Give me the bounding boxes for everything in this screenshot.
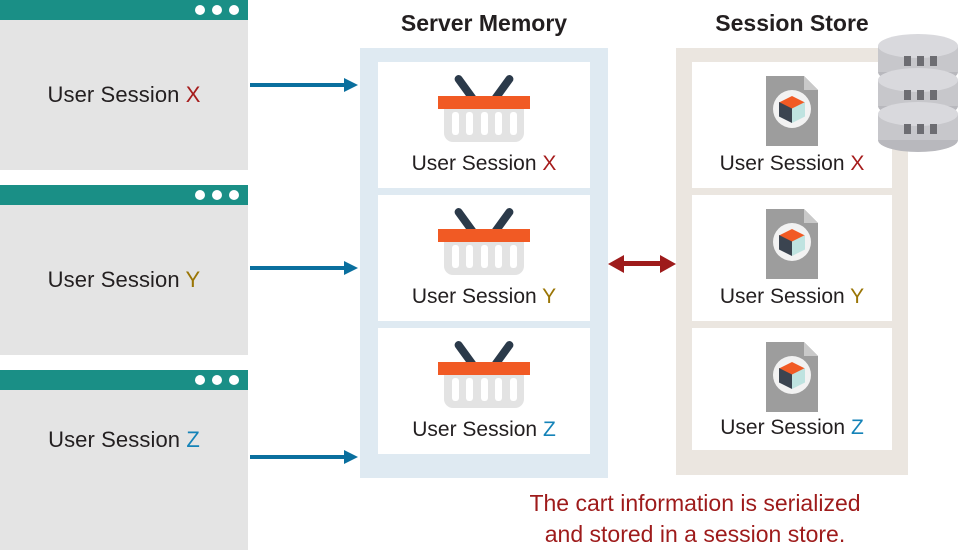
session-store-title: Session Store bbox=[715, 10, 869, 36]
store-card-label: User Session X bbox=[719, 152, 865, 175]
browser-titlebar bbox=[0, 0, 248, 20]
disk-indicator-lights bbox=[904, 90, 937, 100]
browser-window-session-x: User Session X bbox=[0, 0, 248, 170]
browser-content: User Session Y bbox=[0, 205, 248, 355]
cube-icon bbox=[779, 229, 805, 256]
cube-face-right bbox=[792, 368, 805, 389]
shopping-basket-icon bbox=[436, 73, 532, 146]
database-stack-icon bbox=[878, 34, 958, 154]
browser-session-label: User Session X bbox=[47, 82, 201, 107]
cube-face-left bbox=[779, 368, 792, 389]
arrow-shaft bbox=[250, 266, 346, 270]
browser-session-label: User Session Y bbox=[47, 267, 201, 292]
serialized-document-icon bbox=[766, 76, 818, 146]
window-dot bbox=[229, 375, 239, 385]
arrow-right-icon-session-x bbox=[250, 78, 358, 92]
session-letter: Y bbox=[850, 285, 865, 308]
memory-card-label: User Session X bbox=[411, 152, 557, 175]
window-dot bbox=[212, 190, 222, 200]
memory-card-session-x[interactable]: User Session X bbox=[378, 62, 590, 188]
session-letter: Y bbox=[542, 285, 557, 308]
cube-icon bbox=[779, 96, 805, 123]
memory-card-session-y[interactable]: User Session Y bbox=[378, 195, 590, 321]
disk-top bbox=[878, 68, 958, 92]
document-fold-corner bbox=[804, 342, 818, 356]
document-fold-corner bbox=[804, 209, 818, 223]
arrow-shaft bbox=[250, 455, 346, 459]
browser-window-session-y: User Session Y bbox=[0, 185, 248, 355]
basket-rim bbox=[438, 229, 530, 242]
window-dot bbox=[195, 190, 205, 200]
memory-card-label: User Session Y bbox=[411, 285, 557, 308]
session-letter: Z bbox=[186, 427, 200, 452]
window-dot bbox=[229, 5, 239, 15]
database-disk bbox=[878, 102, 958, 152]
store-card-session-x[interactable]: User Session X bbox=[692, 62, 892, 188]
browser-window-session-z: User Session Z bbox=[0, 370, 248, 550]
browser-titlebar bbox=[0, 370, 248, 390]
serialized-document-icon bbox=[766, 209, 818, 279]
basket-body bbox=[444, 375, 524, 408]
browser-session-label: User Session Z bbox=[48, 427, 200, 452]
basket-rim bbox=[438, 96, 530, 109]
memory-card-label: User Session Z bbox=[412, 418, 556, 441]
shopping-basket-icon bbox=[436, 206, 532, 279]
window-dot bbox=[212, 375, 222, 385]
window-dot bbox=[229, 190, 239, 200]
cube-icon bbox=[779, 362, 805, 389]
server-memory-panel: User Session X User Session Y bbox=[360, 48, 608, 478]
window-controls-dots-icon[interactable] bbox=[195, 5, 239, 15]
caption-line-1: The cart information is serialized bbox=[529, 490, 861, 516]
browser-content: User Session Z bbox=[0, 390, 248, 550]
arrow-head-left bbox=[608, 255, 624, 273]
store-card-session-y[interactable]: User Session Y bbox=[692, 195, 892, 321]
disk-top bbox=[878, 34, 958, 58]
arrow-right-icon-session-z bbox=[250, 450, 358, 464]
window-dot bbox=[195, 375, 205, 385]
session-letter: X bbox=[542, 152, 557, 175]
session-letter: Z bbox=[542, 418, 556, 441]
window-controls-dots-icon[interactable] bbox=[195, 190, 239, 200]
window-controls-dots-icon[interactable] bbox=[195, 375, 239, 385]
disk-indicator-lights bbox=[904, 56, 937, 66]
session-letter: X bbox=[850, 152, 865, 175]
arrow-shaft bbox=[250, 83, 346, 87]
basket-rim bbox=[438, 362, 530, 375]
diagram-caption: The cart information is serialized and s… bbox=[430, 488, 960, 550]
arrow-head bbox=[344, 261, 358, 275]
store-card-label: User Session Y bbox=[719, 285, 865, 308]
cube-face-left bbox=[779, 102, 792, 123]
session-letter: X bbox=[185, 82, 201, 107]
serialized-document-icon bbox=[766, 342, 818, 412]
window-dot bbox=[195, 5, 205, 15]
double-headed-arrow-icon bbox=[608, 255, 676, 273]
session-store-panel: User Session X User Session Y bbox=[676, 48, 908, 475]
browser-titlebar bbox=[0, 185, 248, 205]
cube-face-right bbox=[792, 235, 805, 256]
store-card-session-z[interactable]: User Session Z bbox=[692, 328, 892, 450]
disk-top bbox=[878, 102, 958, 126]
shopping-basket-icon bbox=[436, 339, 532, 412]
arrow-head-right bbox=[660, 255, 676, 273]
basket-body bbox=[444, 242, 524, 275]
disk-indicator-lights bbox=[904, 124, 937, 134]
cube-face-right bbox=[792, 102, 805, 123]
memory-card-session-z[interactable]: User Session Z bbox=[378, 328, 590, 454]
arrow-head bbox=[344, 450, 358, 464]
arrow-shaft bbox=[622, 261, 662, 266]
session-letter: Z bbox=[850, 416, 864, 439]
caption-line-2: and stored in a session store. bbox=[544, 521, 846, 547]
document-fold-corner bbox=[804, 76, 818, 90]
window-dot bbox=[212, 5, 222, 15]
arrow-right-icon-session-y bbox=[250, 261, 358, 275]
store-card-label: User Session Z bbox=[720, 416, 864, 439]
arrow-head bbox=[344, 78, 358, 92]
server-memory-title: Server Memory bbox=[400, 10, 568, 36]
browser-content: User Session X bbox=[0, 20, 248, 170]
cube-face-left bbox=[779, 235, 792, 256]
session-letter: Y bbox=[185, 267, 201, 292]
basket-body bbox=[444, 109, 524, 142]
